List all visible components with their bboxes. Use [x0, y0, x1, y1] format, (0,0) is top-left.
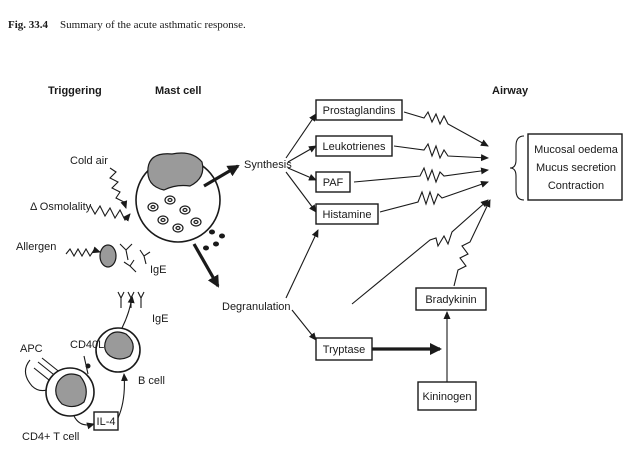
leukotrienes-box	[315, 135, 393, 157]
histamine-label: Histamine	[323, 209, 372, 221]
ige-label-upper: IgE	[150, 264, 167, 276]
degran-to-airway-arrow	[351, 199, 489, 305]
synth-to-paf	[287, 167, 317, 181]
degranulation-label: Degranulation	[222, 301, 291, 313]
cd40l-dot	[85, 363, 91, 369]
mast-cell-nucleus	[147, 152, 204, 191]
tryptase-label: Tryptase	[323, 344, 365, 356]
leukotrienes-zigzag-arrow	[393, 142, 489, 162]
il4-box	[93, 411, 119, 431]
header-mast-cell: Mast cell	[155, 85, 201, 97]
bradykinin-zigzag-arrow	[453, 199, 491, 287]
kininogen-label: Kininogen	[423, 391, 472, 403]
figure-caption: Summary of the acute asthmatic response.	[60, 19, 246, 31]
mast-cell-granules	[147, 195, 202, 233]
allergen-wavy-arrow	[65, 246, 101, 258]
ige-antibodies-bound	[119, 243, 151, 273]
allergen-particle	[99, 244, 117, 268]
prostaglandins-label: Prostaglandins	[323, 105, 396, 117]
trigger-osmolality: Δ Osmolality	[30, 201, 92, 213]
bradykinin-box	[415, 287, 487, 311]
paf-zigzag-arrow	[353, 166, 489, 184]
synth-to-leukotrienes	[287, 145, 317, 163]
cd40l-label: CD40L	[70, 339, 104, 351]
header-triggering: Triggering	[48, 85, 102, 97]
trigger-allergen: Allergen	[16, 241, 56, 253]
paf-label: PAF	[323, 177, 344, 189]
il4-to-b-cell-arrow	[117, 373, 129, 419]
figure-number: Fig. 33.4	[8, 19, 49, 31]
outcomes-brace	[509, 135, 525, 201]
b-cell-to-ige-arrow	[121, 295, 135, 329]
mast-to-degranulation-arrow	[192, 243, 220, 288]
synth-to-prostaglandins	[285, 113, 317, 159]
prostaglandins-box	[315, 99, 403, 121]
histamine-box	[315, 203, 379, 225]
synthesis-label: Synthesis	[244, 159, 292, 171]
il4-label: IL-4	[97, 416, 116, 428]
t-cell-nucleus	[55, 373, 87, 408]
outcomes-box	[527, 133, 623, 201]
header-airway: Airway	[492, 85, 529, 97]
synth-to-histamine	[285, 171, 317, 213]
ige-label-lower: IgE	[152, 313, 169, 325]
mast-to-synthesis-arrow	[203, 164, 240, 188]
osmolality-wavy-arrow	[89, 204, 131, 222]
apc-label: APC	[20, 343, 43, 355]
released-granules	[203, 229, 225, 251]
outcome-mucosal-oedema: Mucosal oedema	[534, 144, 619, 156]
b-cell-nucleus	[104, 331, 134, 360]
kininogen-box	[417, 381, 477, 411]
t-cell-label: CD4+ T cell	[22, 431, 79, 443]
paf-box	[315, 171, 351, 193]
b-cell-label: B cell	[138, 375, 165, 387]
degran-to-tryptase-arrow	[291, 309, 317, 341]
prostaglandins-zigzag-arrow	[403, 110, 489, 147]
degran-to-histamine-arrow	[285, 229, 319, 299]
leukotrienes-label: Leukotrienes	[323, 141, 386, 153]
histamine-zigzag-arrow	[379, 180, 489, 213]
trigger-cold-air: Cold air	[70, 155, 108, 167]
bradykinin-label: Bradykinin	[425, 294, 476, 306]
t-cell-to-il4-arrow	[73, 415, 95, 430]
outcome-contraction: Contraction	[548, 180, 604, 192]
outcome-mucus-secretion: Mucus secretion	[536, 162, 616, 174]
cold-air-wavy-arrow	[109, 167, 128, 209]
